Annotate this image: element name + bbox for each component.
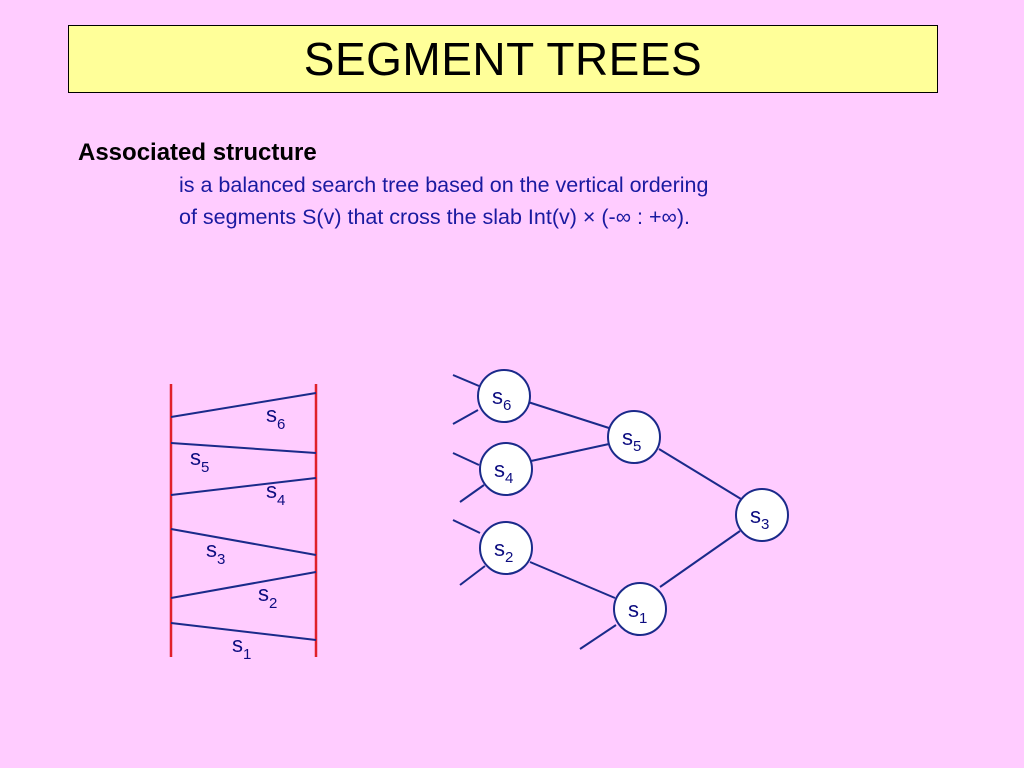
slide-title: SEGMENT TREES xyxy=(303,33,703,85)
description-line-2: of segments S(v) that cross the slab Int… xyxy=(179,205,690,229)
tree-node-s4: s4 xyxy=(479,442,533,496)
svg-text:s4: s4 xyxy=(494,457,513,487)
svg-text:s2: s2 xyxy=(494,536,513,566)
slab-figure: s6 s5 s4 s3 s2 s1 xyxy=(169,384,318,663)
leaf-stub xyxy=(452,374,480,387)
leaf-stub xyxy=(459,565,486,586)
leaf-stub xyxy=(452,409,479,425)
tree-edge-s4-s5 xyxy=(530,443,610,462)
tree-node-s2: s2 xyxy=(479,521,533,575)
leaf-stub xyxy=(452,519,481,534)
tree-node-s3: s3 xyxy=(735,488,789,542)
leaf-stub xyxy=(459,484,485,503)
tree-edge-s6-s5 xyxy=(527,401,610,429)
balanced-search-tree: s6 s5 s4 s3 s2 s1 xyxy=(452,369,789,650)
segment-s5 xyxy=(170,442,317,454)
tree-node-s6: s6 xyxy=(477,369,531,423)
tree-node-s1: s1 xyxy=(613,582,667,636)
segment-s1 xyxy=(170,622,317,641)
slab-label-s4: s4 xyxy=(266,478,285,509)
segment-s2 xyxy=(170,571,317,599)
svg-text:s3: s3 xyxy=(750,503,769,533)
segment-s6 xyxy=(170,392,317,418)
svg-text:s6: s6 xyxy=(492,384,511,414)
slab-label-s2: s2 xyxy=(258,581,277,612)
slab-label-s5: s5 xyxy=(190,445,209,476)
tree-edge-s2-s1 xyxy=(529,561,616,599)
description-line-1: is a balanced search tree based on the v… xyxy=(179,173,709,197)
svg-text:s5: s5 xyxy=(622,425,641,455)
leaf-stub xyxy=(579,624,617,650)
tree-edge-s3-s1 xyxy=(659,530,741,588)
segment-s4 xyxy=(170,477,317,496)
slab-label-s1: s1 xyxy=(232,632,251,663)
slab-label-s6: s6 xyxy=(266,402,285,433)
section-heading: Associated structure xyxy=(78,139,317,166)
svg-text:s1: s1 xyxy=(628,597,647,627)
tree-edge-s5-s3 xyxy=(658,448,742,500)
slab-label-s3: s3 xyxy=(206,537,225,568)
tree-node-s5: s5 xyxy=(607,410,661,464)
segment-s3 xyxy=(170,528,317,556)
leaf-stub xyxy=(452,452,480,466)
title-box: SEGMENT TREES xyxy=(68,25,938,93)
